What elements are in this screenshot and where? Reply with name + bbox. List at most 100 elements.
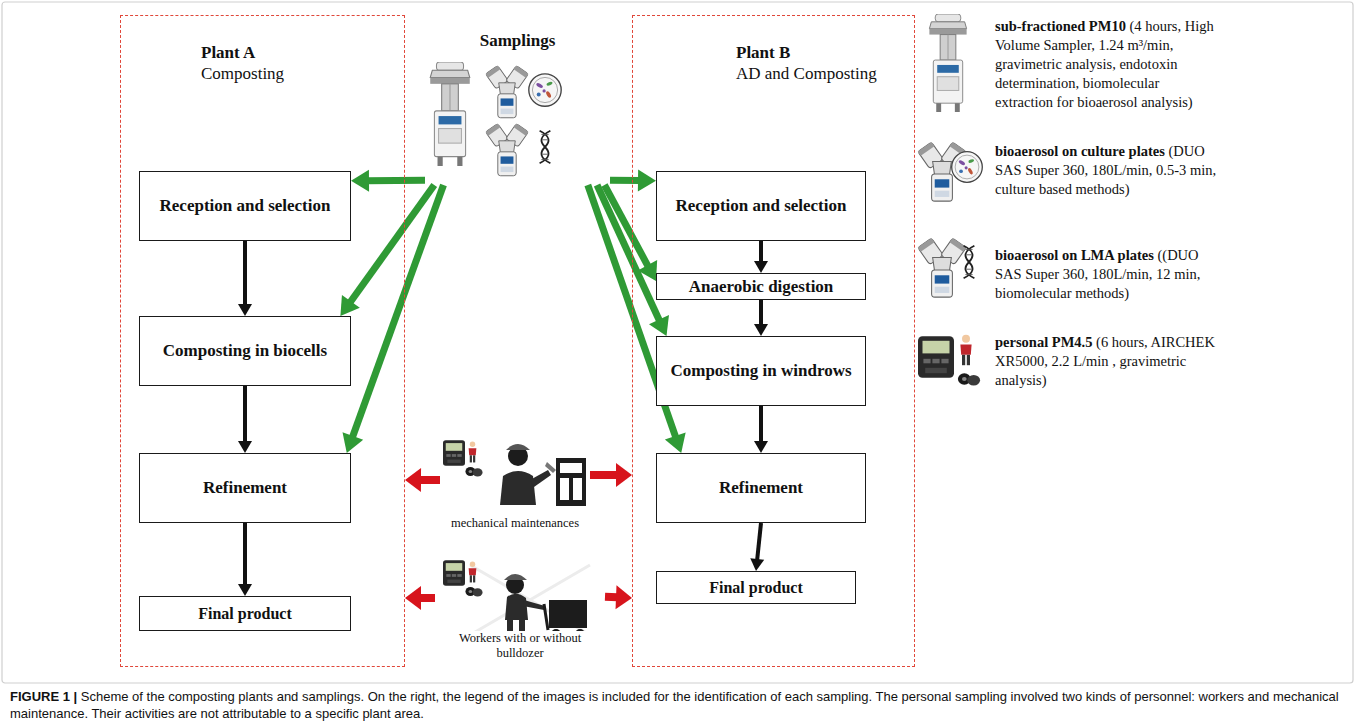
- legend-entry: bioaerosol on culture plates (DUO SAS Su…: [995, 142, 1217, 199]
- personnel-figure: Workers with or without bulldozer: [435, 555, 605, 665]
- figure-frame: [2, 2, 1353, 683]
- legend-text: sub-fractioned PM10 (4 hours, High Volum…: [995, 17, 1217, 112]
- process-box: Refinement: [656, 453, 866, 523]
- arrow-head: [754, 324, 768, 336]
- flow-arrow: [750, 523, 764, 571]
- legend-icons: [918, 14, 983, 385]
- arrow-head: [343, 432, 364, 453]
- high-volume-sampler: [430, 62, 470, 166]
- arrow-shaft: [759, 300, 763, 325]
- personnel-figure: mechanical maintenances: [440, 435, 590, 535]
- legend-text: bioaerosol on culture plates (DUO SAS Su…: [995, 142, 1217, 199]
- dna-icon: [964, 246, 975, 278]
- personnel-arrow: [605, 585, 632, 609]
- sampler-cassette: [465, 467, 482, 476]
- arrow-shaft: [243, 523, 247, 585]
- arrow-shaft: [243, 241, 247, 305]
- arrow-head: [238, 304, 252, 316]
- flow-arrow: [754, 406, 768, 453]
- flow-arrow: [238, 523, 252, 596]
- worker-arm: [523, 600, 545, 610]
- process-box: Anaerobic digestion: [656, 273, 866, 300]
- box-label: Composting in biocells: [159, 341, 331, 361]
- plant-region: Plant BAD and CompostingReception and se…: [632, 15, 915, 667]
- machine-panel: [560, 463, 582, 473]
- petri-dish: [529, 74, 561, 106]
- box-label: Refinement: [715, 478, 807, 498]
- figure-label: Workers with or without bulldozer: [435, 631, 605, 661]
- high-volume-sampler: [929, 14, 966, 112]
- figure-caption: FIGURE 1 | Scheme of the composting plan…: [10, 688, 1345, 722]
- sampling-arrow: [610, 170, 656, 192]
- arrow-head: [405, 586, 421, 610]
- sampling-icons: [430, 62, 561, 176]
- dna-icon: [540, 131, 551, 163]
- box-label: Reception and selection: [156, 196, 335, 216]
- wrench: [545, 462, 556, 473]
- box-label: Final product: [194, 604, 296, 624]
- personal-sampler: [443, 560, 465, 585]
- duo-sas-sampler: [486, 66, 529, 118]
- worker-cap: [504, 574, 527, 580]
- legend-entry: bioaerosol on LMA plates ((DUO SAS Super…: [995, 246, 1217, 303]
- arrow-head: [340, 295, 359, 316]
- process-box: Composting in windrows: [656, 336, 866, 406]
- faded-cross: [470, 565, 590, 635]
- personnel-arrow: [405, 586, 435, 610]
- arrow-head: [754, 261, 768, 273]
- box-label: Composting in windrows: [666, 361, 855, 381]
- arrow-shaft: [419, 594, 435, 602]
- arrow-shaft: [610, 177, 640, 184]
- arrow-head: [665, 432, 686, 453]
- machine: [556, 458, 586, 506]
- sampler-cassette: [465, 587, 482, 596]
- plant-heading: Plant B: [736, 42, 914, 63]
- plant-subheading: Composting: [201, 63, 404, 84]
- arrow-shaft: [367, 177, 425, 184]
- process-box: Composting in biocells: [139, 316, 351, 386]
- flow-arrow: [754, 241, 768, 273]
- legend-entry: personal PM4.5 (6 hours, AIRCHEK XR5000,…: [995, 333, 1217, 390]
- sampling-arrow: [351, 170, 425, 192]
- mechanic-cap: [506, 444, 530, 450]
- arrow-head: [638, 170, 656, 192]
- box-label: Final product: [705, 578, 807, 598]
- arrow-shaft: [419, 476, 440, 484]
- faded-cross: [470, 565, 590, 635]
- cart-handle: [544, 604, 548, 630]
- mechanic-arm: [530, 470, 551, 487]
- plant-subheading: AD and Composting: [736, 63, 914, 84]
- sampling-group: Samplings: [425, 25, 610, 185]
- worker-body: [505, 594, 528, 620]
- arrow-shaft: [352, 185, 443, 438]
- arrow-head: [750, 558, 764, 571]
- machine-panel: [573, 478, 582, 500]
- flow-arrow: [754, 300, 768, 336]
- cart-box: [549, 600, 587, 628]
- machine-panel: [560, 478, 569, 500]
- box-label: Reception and selection: [672, 196, 851, 216]
- figure-label: Samplings: [480, 31, 556, 51]
- process-box: Final product: [139, 596, 351, 631]
- flow-arrow: [238, 386, 252, 453]
- personnel-arrow: [405, 468, 440, 492]
- workers-illustration: [443, 560, 590, 639]
- arrow-shaft: [605, 593, 618, 602]
- maintenance-illustration: [443, 440, 586, 506]
- box-label: Refinement: [199, 478, 291, 498]
- arrow-shaft: [757, 523, 761, 560]
- process-box: Reception and selection: [139, 171, 351, 241]
- worker-icon: [469, 562, 477, 583]
- duo-sas-sampler: [486, 124, 529, 176]
- process-box: Reception and selection: [656, 171, 866, 241]
- flow-arrow: [238, 241, 252, 316]
- mechanic-body: [500, 471, 536, 505]
- worker-icon: [469, 442, 477, 463]
- arrow-shaft: [243, 386, 247, 442]
- process-box: Refinement: [139, 453, 351, 523]
- arrow-head: [238, 584, 252, 596]
- arrow-head: [616, 463, 632, 487]
- legend-entry: sub-fractioned PM10 (4 hours, High Volum…: [995, 17, 1217, 112]
- sampler-cassette: [958, 373, 980, 385]
